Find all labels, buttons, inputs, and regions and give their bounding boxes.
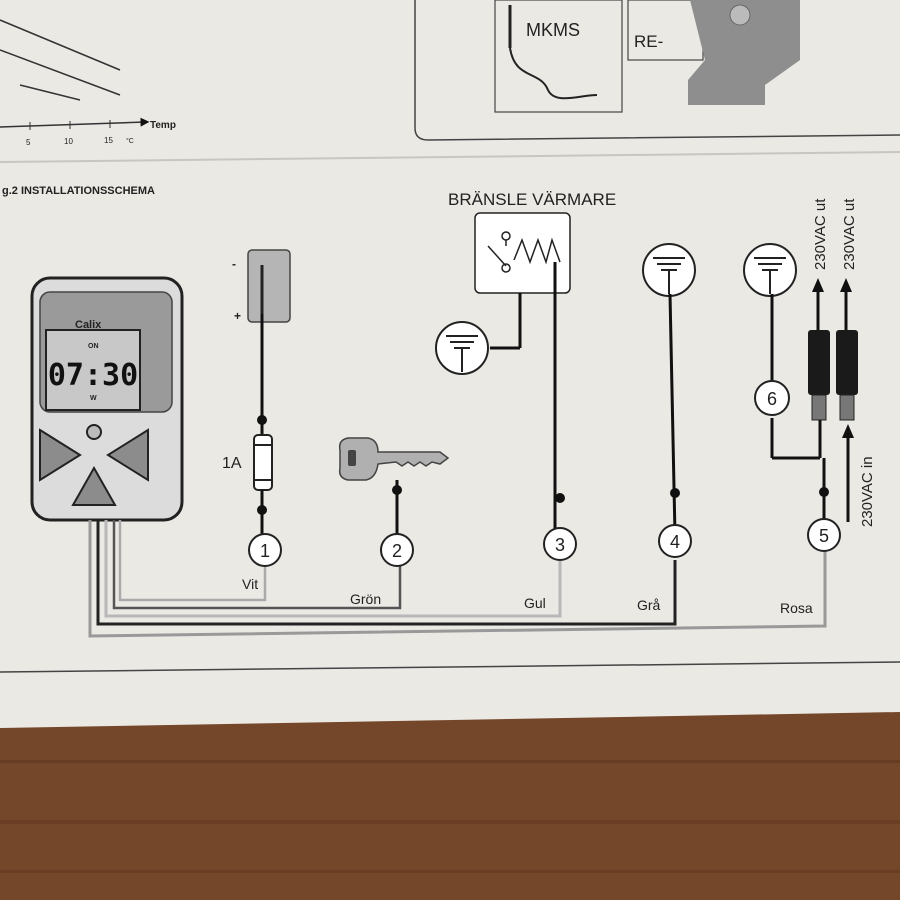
terminal-1-number: 1: [260, 541, 270, 561]
connector-left: [808, 330, 830, 395]
terminal-2-color: Grön: [350, 591, 381, 607]
wood-background: [0, 700, 900, 900]
tick-unit: °C: [126, 137, 134, 145]
terminal-2-number: 2: [392, 541, 402, 561]
terminal-6-number: 6: [767, 389, 777, 409]
timer-w-label: W: [90, 395, 97, 402]
battery-minus: -: [232, 257, 236, 271]
timer-time: 07:30: [48, 358, 138, 393]
tick-15: 15: [104, 136, 113, 145]
wire-rosa: [88, 520, 827, 638]
terminal-5-number: 5: [819, 526, 829, 546]
top-right-panel: MKMS RE-: [414, 0, 900, 141]
power-in-label: 230VAC in: [859, 456, 876, 527]
ground-4-icon: [642, 243, 696, 536]
timer-brand: Calix: [75, 319, 102, 331]
battery-fuse-circuit: - + 1A: [222, 249, 291, 535]
timer-indicator: [86, 424, 102, 440]
temp-axis-label: Temp: [150, 120, 176, 131]
arrow-in: [842, 424, 854, 438]
ground-heater-icon: [435, 321, 489, 375]
mkms-label: MKMS: [526, 20, 580, 40]
figure-title: g.2 INSTALLATIONSSCHEMA: [2, 185, 155, 197]
fuse-rating: 1A: [222, 455, 242, 472]
key-icon: [338, 437, 450, 535]
terminal-3-number: 3: [555, 535, 565, 555]
terminal-1: 1 Vit: [242, 533, 282, 592]
terminal-3: 3 Gul: [524, 527, 577, 611]
terminal-1-color: Vit: [242, 576, 258, 592]
terminal-6: 6: [754, 380, 790, 416]
tick-10: 10: [64, 137, 73, 146]
arrow-out-1: [812, 278, 824, 292]
heater-element: [513, 237, 561, 265]
mkms-box: [494, 0, 623, 113]
wire-gra: [96, 520, 677, 626]
re-label: RE-: [634, 32, 663, 51]
terminal-5-color: Rosa: [780, 600, 813, 616]
heater-box: [474, 212, 571, 294]
battery-terminal: [247, 249, 291, 323]
timer-display: [45, 329, 141, 411]
fuse-1a: [253, 434, 273, 491]
terminal-4-number: 4: [670, 532, 680, 552]
wire-vit: [118, 520, 267, 602]
battery-plus: +: [234, 309, 241, 323]
wire-bundle: [88, 520, 827, 638]
temperature-chart-fragment: Temp 5 10 15 °C: [0, 19, 176, 147]
power-out-label-1: 230VAC ut: [812, 198, 829, 270]
fuel-heater: BRÄNSLE VÄRMARE: [448, 190, 616, 535]
timer-down-button: [71, 465, 117, 506]
timer-device: Calix ON 07:30 W: [30, 276, 184, 522]
heater-unit-image: [688, 0, 800, 105]
terminal-4: 4 Grå: [637, 524, 692, 613]
wire-gron: [112, 520, 402, 610]
mkms-cable: [509, 47, 598, 100]
frame-bottom-line: [0, 661, 900, 673]
timer-on-label: ON: [88, 343, 99, 350]
tick-5: 5: [26, 138, 31, 147]
terminal-5: 5 Rosa: [780, 518, 841, 616]
terminal-4-color: Grå: [637, 597, 661, 613]
connector-right: [836, 330, 858, 395]
power-connectors: 230VAC ut 230VAC ut 230VAC in: [808, 198, 876, 545]
power-out-label-2: 230VAC ut: [841, 198, 858, 270]
terminal-2: 2 Grön: [350, 533, 414, 607]
ground-6-icon: [743, 243, 820, 460]
terminal-3-color: Gul: [524, 595, 546, 611]
heater-switch: [487, 245, 507, 267]
wire-gul: [104, 520, 562, 618]
timer-left-button: [39, 428, 82, 482]
temp-axis: [0, 117, 150, 128]
arrow-out-2: [840, 278, 852, 292]
heater-label: BRÄNSLE VÄRMARE: [448, 190, 616, 209]
timer-right-button: [106, 428, 149, 482]
